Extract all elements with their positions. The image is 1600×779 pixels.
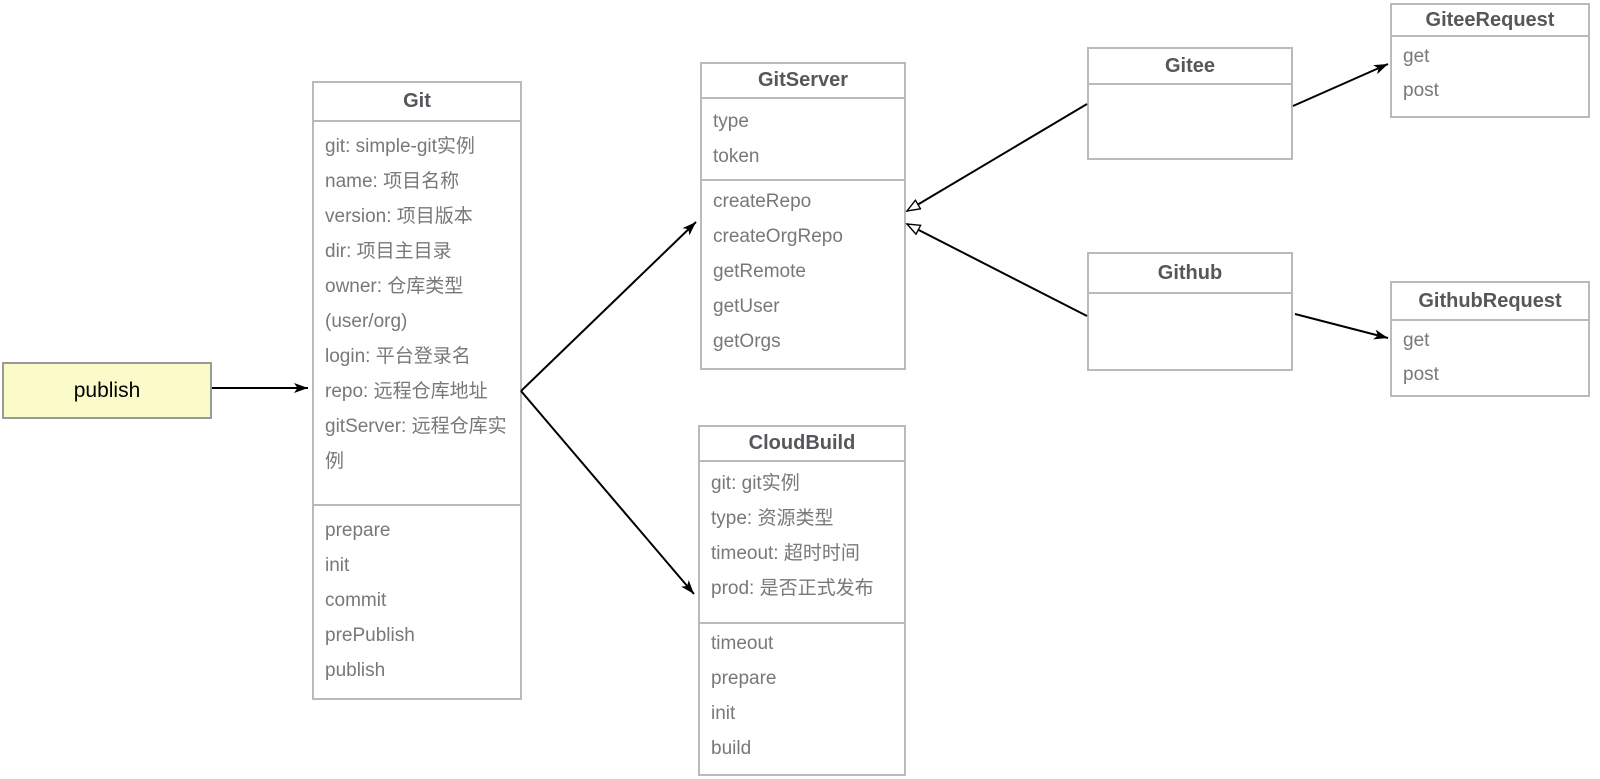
attributes-section: git: git实例 type: 资源类型 timeout: 超时时间 prod: 是… (700, 462, 904, 624)
method-row: build (711, 738, 752, 759)
edge-github-to-githubrequest (1294, 313, 1389, 340)
class-title: GiteeRequest (1392, 5, 1588, 37)
method-row: publish (325, 660, 386, 681)
method-row: commit (325, 590, 387, 611)
class-title: Git (314, 83, 520, 122)
class-box-gitserver: GitServer type token createRepo createOrgR… (700, 62, 906, 370)
attribute-row: dir: 项目主目录 (325, 241, 452, 262)
empty-body (1089, 85, 1291, 158)
attribute-row: timeout: 超时时间 (711, 543, 860, 564)
class-title: Github (1089, 254, 1291, 294)
method-row: getOrgs (713, 331, 781, 352)
method-row: prepare (325, 520, 391, 541)
class-box-github: Github (1087, 252, 1293, 371)
class-title: GithubRequest (1392, 283, 1588, 321)
attribute-row: name: 项目名称 (325, 171, 460, 192)
class-title: CloudBuild (700, 427, 904, 462)
attributes-section: git: simple-git实例 name: 项目名称 version: 项目版本… (314, 122, 520, 506)
attribute-row: gitServer: 远程仓库实例 (325, 416, 507, 472)
class-box-git: Git git: simple-git实例 name: 项目名称 version: … (312, 81, 522, 700)
class-box-gitee: Gitee (1087, 47, 1293, 160)
edge-git-to-gitserver (520, 221, 697, 392)
method-row: init (325, 555, 350, 576)
method-row: get (1403, 46, 1430, 67)
edge-gitee-to-gitserver-generalization (907, 103, 1088, 211)
attribute-row: type (713, 111, 749, 132)
attribute-row: owner: 仓库类型 (user/org) (325, 276, 464, 332)
method-row: get (1403, 330, 1430, 351)
methods-section: get post (1392, 321, 1588, 395)
method-row: prepare (711, 668, 777, 689)
method-row: getUser (713, 296, 780, 317)
attribute-row: token (713, 146, 760, 167)
edge-github-to-gitserver-generalization (907, 223, 1088, 317)
attribute-row: git: simple-git实例 (325, 136, 475, 157)
methods-section: createRepo createOrgRepo getRemote getUser g… (702, 181, 904, 368)
attribute-row: repo: 远程仓库地址 (325, 381, 488, 402)
class-box-github-request: GithubRequest get post (1390, 281, 1590, 397)
methods-section: timeout prepare init build (700, 624, 904, 774)
methods-section: get post (1392, 37, 1588, 116)
class-box-cloudbuild: CloudBuild git: git实例 type: 资源类型 timeout: … (698, 425, 906, 776)
node-publish: publish (2, 362, 212, 419)
class-title: GitServer (702, 64, 904, 99)
method-row: post (1403, 80, 1439, 101)
attribute-row: version: 项目版本 (325, 206, 473, 227)
attribute-row: prod: 是否正式发布 (711, 578, 874, 599)
method-row: prePublish (325, 625, 415, 646)
methods-section: prepare init commit prePublish publish (314, 506, 520, 698)
attribute-row: login: 平台登录名 (325, 346, 471, 367)
empty-body (1089, 294, 1291, 369)
method-row: post (1403, 364, 1439, 385)
edge-git-to-cloudbuild (520, 390, 695, 595)
class-title: Gitee (1089, 49, 1291, 85)
method-row: timeout (711, 633, 774, 654)
class-box-gitee-request: GiteeRequest get post (1390, 3, 1590, 118)
edge-gitee-to-giteerequest (1292, 63, 1389, 107)
method-row: getRemote (713, 261, 806, 282)
attribute-row: type: 资源类型 (711, 508, 834, 529)
method-row: createOrgRepo (713, 226, 843, 247)
method-row: init (711, 703, 736, 724)
attributes-section: type token (702, 99, 904, 181)
method-row: createRepo (713, 191, 812, 212)
attribute-row: git: git实例 (711, 473, 800, 494)
publish-label: publish (73, 378, 141, 402)
